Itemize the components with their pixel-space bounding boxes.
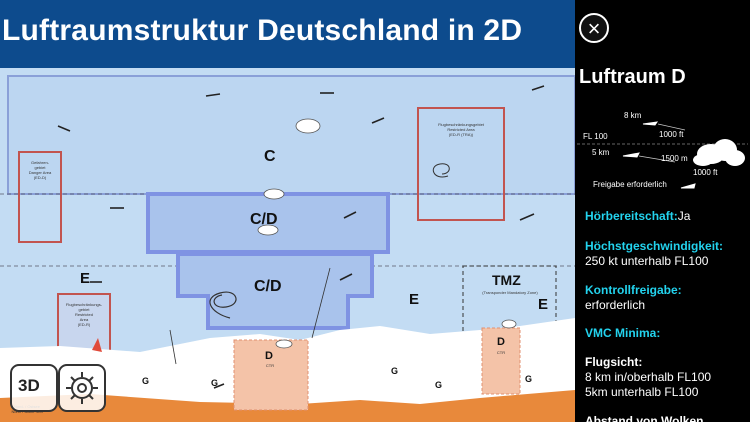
label-airspace-g-4: G <box>435 380 443 390</box>
view-3d-label: 3D <box>18 376 40 395</box>
label-tmz-subtitle: (Transponder Mandatory Zone) <box>482 290 538 295</box>
kontrollfreigabe-value: erforderlich <box>585 298 646 312</box>
flugsicht-label: Flugsicht: <box>585 355 643 369</box>
label-airspace-g-1: G <box>142 376 150 386</box>
diagram-1000ft-a: 1000 ft <box>659 130 684 139</box>
close-icon: × <box>587 16 601 41</box>
label-restricted-area-top: Flugbeschränkungsgebiet Restricted Area … <box>438 122 484 137</box>
label-ctr-right-sub: CTR <box>496 350 506 355</box>
diagram-freigabe: Freigabe erforderlich <box>593 180 667 189</box>
label-airspace-cd-upper: C/D <box>250 211 278 228</box>
label-airspace-g-2: G <box>211 378 219 388</box>
view-3d-button[interactable]: 3D <box>10 364 58 412</box>
airspace-info-panel[interactable]: Luftraum D 8 km 1000 ft FL 100 5 km 1500… <box>575 0 750 422</box>
panel-title: Luftraum D <box>579 66 686 88</box>
label-tmz: TMZ <box>492 272 521 288</box>
hoechstgeschwindigkeit-value: 250 kt unterhalb FL100 <box>585 254 709 268</box>
diagram-8km: 8 km <box>624 111 642 120</box>
label-airspace-g-5: G <box>525 374 533 384</box>
label-ctr-left-sub: CTR <box>265 363 275 368</box>
hoechstgeschwindigkeit-label: Höchstgeschwindigkeit: <box>585 239 724 253</box>
hoechstgeschwindigkeit-row: Höchstgeschwindigkeit: 250 kt unterhalb … <box>585 239 747 269</box>
label-ctr-d-left: D <box>265 350 273 362</box>
label-airspace-g-3: G <box>391 366 399 376</box>
vmc-minima-label: VMC Minima: <box>585 326 661 340</box>
diagram-fl100: FL 100 <box>583 132 608 141</box>
label-airspace-e-left: E <box>80 270 91 287</box>
flugsicht-value-2: 5km unterhalb FL100 <box>585 385 699 399</box>
kontrollfreigabe-row: Kontrollfreigabe: erforderlich <box>585 283 747 313</box>
diagram-1500m: 1500 m <box>661 154 688 163</box>
label-airspace-c: C <box>264 148 276 165</box>
label-airspace-e-right: E <box>538 296 549 313</box>
airspace-d-diagram <box>577 121 748 189</box>
hoerbereitschaft-label: Hörbereitschaft: <box>585 209 678 223</box>
label-airspace-cd-lower: C/D <box>254 278 282 295</box>
settings-button[interactable] <box>58 364 106 412</box>
label-airspace-e-mid: E <box>409 291 420 308</box>
hoerbereitschaft-row: Hörbereitschaft:Ja <box>585 209 747 224</box>
airspace-diagram <box>0 68 575 422</box>
vmc-minima-row: VMC Minima: <box>585 326 747 341</box>
diagram-1000ft-b: 1000 ft <box>693 168 718 177</box>
diagram-5km: 5 km <box>592 148 610 157</box>
abstand-wolken-label: Abstand von Wolken <box>585 414 704 422</box>
airspace-map[interactable]: C C/D C/D E E E TMZ (Transponder Mandato… <box>0 68 575 422</box>
title-bar: Luftraumstruktur Deutschland in 2D <box>0 0 575 68</box>
kontrollfreigabe-label: Kontrollfreigabe: <box>585 283 682 297</box>
label-danger-area: Gefahren- gebiet Danger Area (ED-D) <box>28 160 52 180</box>
label-restricted-area-left: Flugbeschränkungs- gebiet Restricted Are… <box>65 302 103 327</box>
flugsicht-row: Flugsicht: 8 km in/oberhalb FL100 5km un… <box>585 355 747 400</box>
gear-icon <box>66 372 98 404</box>
hoerbereitschaft-value: Ja <box>677 209 691 223</box>
label-ctr-d-right: D <box>497 336 505 348</box>
close-button[interactable]: × <box>579 13 609 43</box>
page-title: Luftraumstruktur Deutschland in 2D <box>2 14 523 47</box>
flugsicht-value-1: 8 km in/oberhalb FL100 <box>585 370 712 384</box>
